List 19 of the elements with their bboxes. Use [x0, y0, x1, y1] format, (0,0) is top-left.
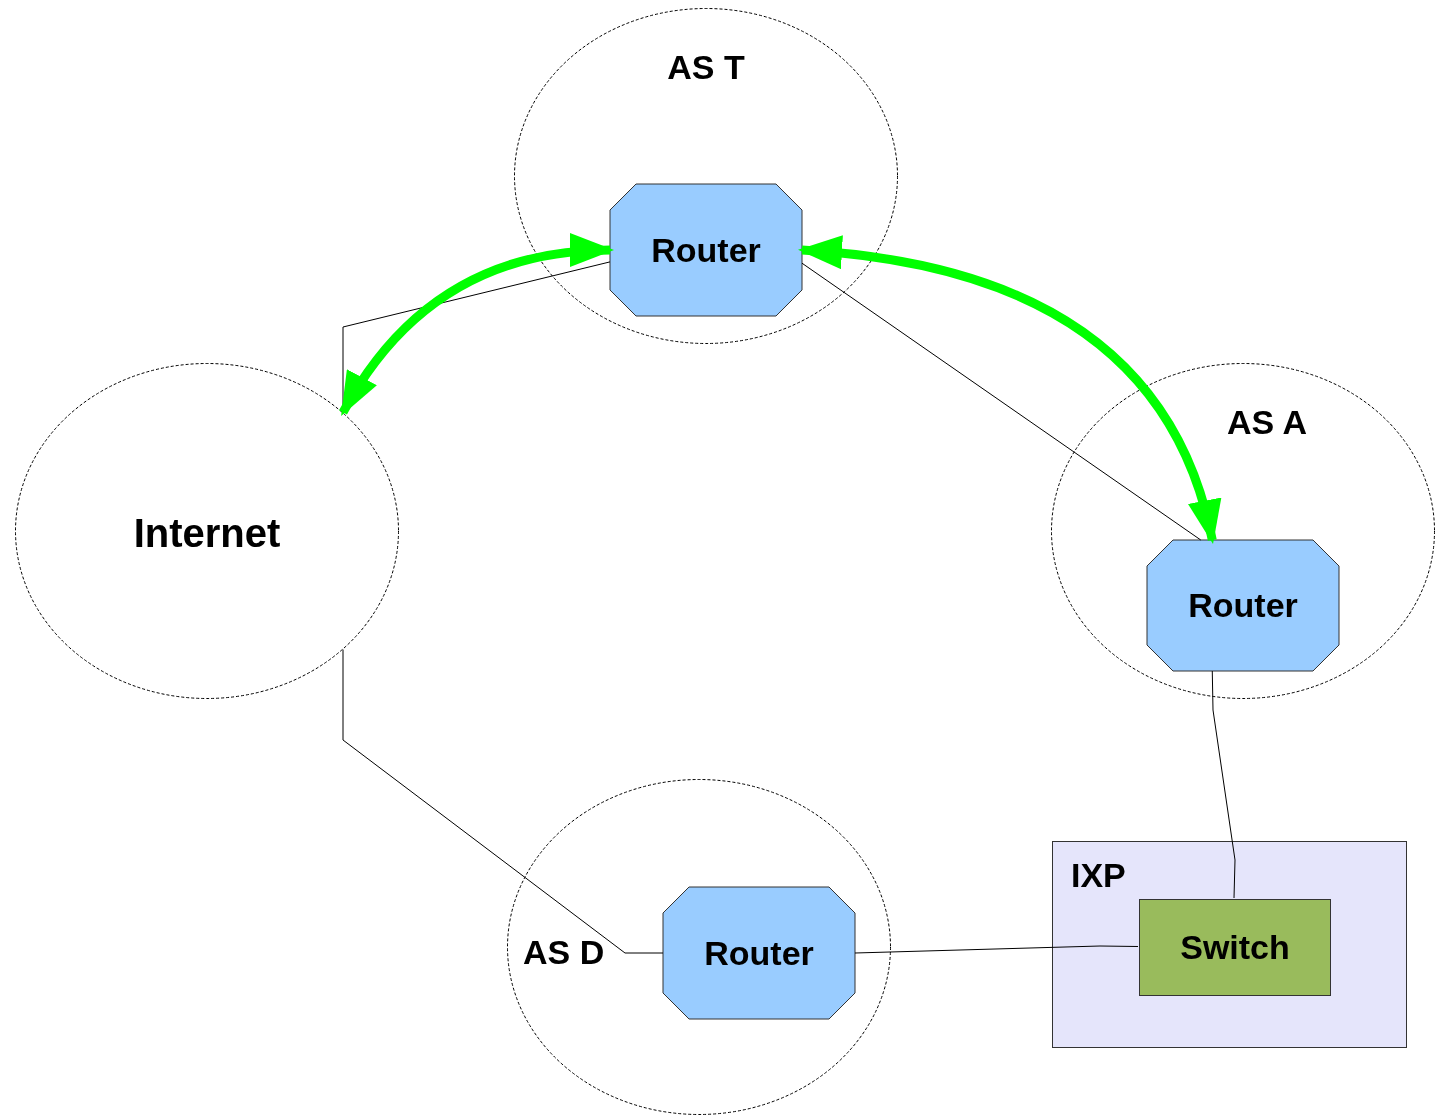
region-label: AS D [523, 933, 606, 972]
connection-line [342, 649, 664, 954]
as-region-ellipse [15, 363, 399, 699]
router-label: Router [1188, 586, 1298, 625]
double-headed-arrow [339, 234, 614, 416]
region-label: Internet [132, 511, 282, 556]
switch-box [1139, 899, 1331, 996]
as-region-ellipse [507, 779, 891, 1115]
ixp-box [1052, 841, 1407, 1048]
ixp-label: IXP [1071, 856, 1127, 895]
connection-line [854, 945, 1139, 954]
connection-line [1211, 670, 1236, 899]
router-label: Router [704, 933, 814, 973]
as-region-ellipse [1051, 363, 1435, 699]
region-label: AS T [666, 48, 746, 87]
as-region-ellipse [514, 8, 898, 344]
router-label: Router [651, 230, 761, 270]
switch-label: Switch [1180, 928, 1290, 967]
region-label: AS A [1227, 403, 1308, 442]
